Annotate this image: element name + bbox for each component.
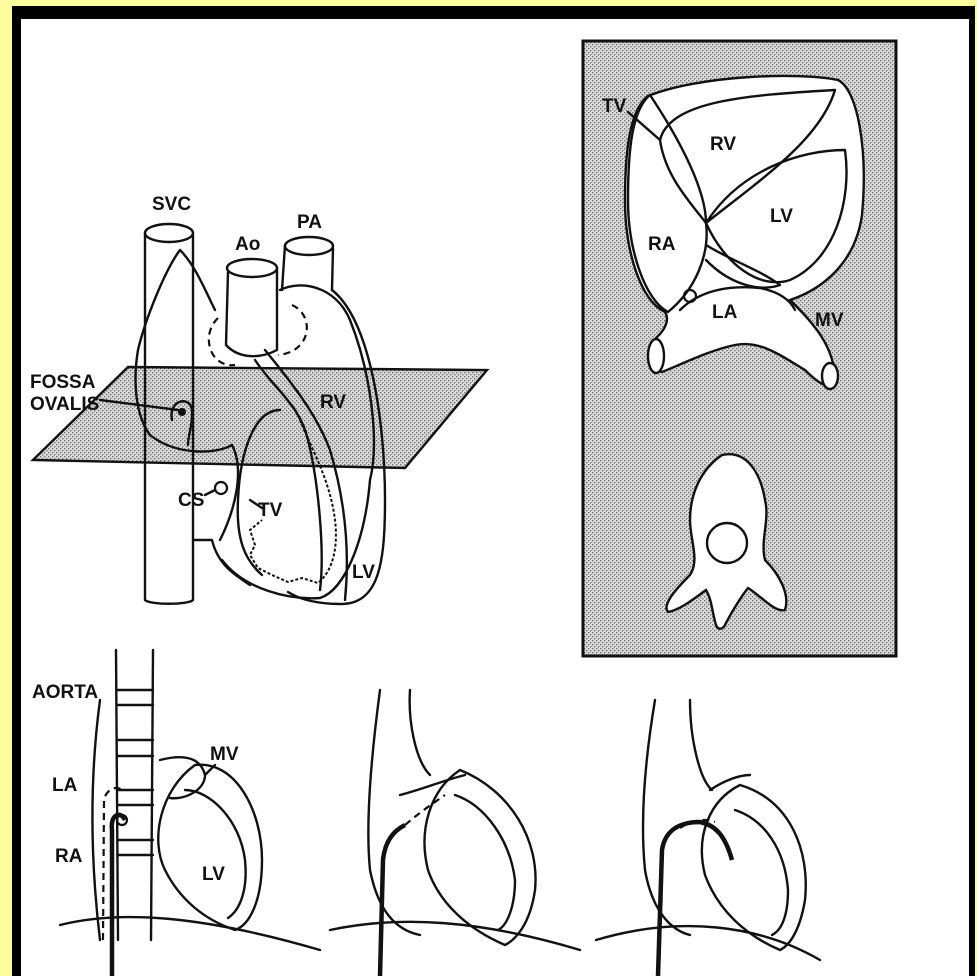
pulm-vein-right: [822, 363, 838, 389]
catheter-panel-2: [330, 690, 580, 976]
aorta-top: [227, 259, 277, 277]
label-lv-3d: LV: [352, 562, 375, 583]
lv-inner-p2: [455, 795, 515, 930]
septal-path-p2: [405, 795, 445, 825]
lv-inner-p1: [185, 790, 246, 918]
label-rv-3d: RV: [320, 392, 346, 413]
label-mv-p1: MV: [210, 744, 239, 765]
label-ovalis: OVALIS: [30, 394, 99, 415]
ra-outline-p1: [92, 700, 100, 940]
aorta-p2: [410, 690, 430, 775]
catheter-p3: [658, 822, 732, 976]
catheter-p2: [380, 825, 405, 976]
lv-outline-p1: [158, 765, 262, 930]
label-tv-3d: TV: [258, 500, 283, 521]
label-ra-xs: RA: [648, 234, 676, 255]
heart-3d-drawing: SVC Ao PA FOSSA OVALIS RV CS TV LV: [30, 194, 487, 604]
fossa-ovalis-dot: [178, 408, 186, 416]
lv-inner-p3: [735, 810, 788, 935]
lv-outline-p2: [425, 770, 536, 945]
label-la-p1: LA: [52, 775, 78, 796]
aorta-vessel: [226, 268, 277, 356]
label-lv-xs: LV: [770, 206, 793, 227]
aorta-column-right: [151, 650, 153, 940]
label-tv-xs: TV: [602, 96, 627, 117]
label-svc: SVC: [152, 194, 191, 215]
coronary-sinus-ring: [215, 482, 227, 494]
vertebra-bands: [118, 690, 153, 855]
label-pa: PA: [297, 212, 322, 233]
label-ra-p1: RA: [55, 846, 83, 867]
transverse-plane: [33, 367, 487, 468]
label-rv-xs: RV: [710, 134, 736, 155]
aortic-root-dashed: [209, 318, 235, 365]
spinal-canal: [707, 523, 747, 563]
lv-outline-p3: [702, 785, 806, 950]
label-fossa: FOSSA: [30, 372, 96, 393]
la-outline-p2: [400, 775, 465, 795]
catheter-panel-3: [596, 700, 820, 976]
cs-leader: [205, 490, 215, 495]
body-contour-p2: [330, 922, 580, 950]
pa-top: [285, 237, 333, 255]
aorta-column-left: [116, 650, 118, 940]
svc-top: [145, 224, 193, 242]
la-outline-p3: [710, 775, 750, 790]
label-lv-p1: LV: [202, 864, 225, 885]
pulmonary-root-dashed: [278, 305, 307, 355]
body-contour-p3: [596, 926, 820, 960]
label-la-xs: LA: [712, 302, 738, 323]
label-cs: CS: [178, 490, 204, 511]
label-ao: Ao: [235, 234, 260, 255]
cross-section-panel: TV RV LV RA LA MV: [583, 41, 896, 656]
label-mv-xs: MV: [815, 310, 844, 331]
ra-outline-p3: [643, 700, 690, 935]
pulm-vein-left: [648, 339, 664, 373]
aorta-p3: [690, 700, 712, 790]
label-aorta: AORTA: [32, 682, 98, 703]
catheter-panel-1: AORTA MV LA RA LV: [32, 650, 320, 976]
